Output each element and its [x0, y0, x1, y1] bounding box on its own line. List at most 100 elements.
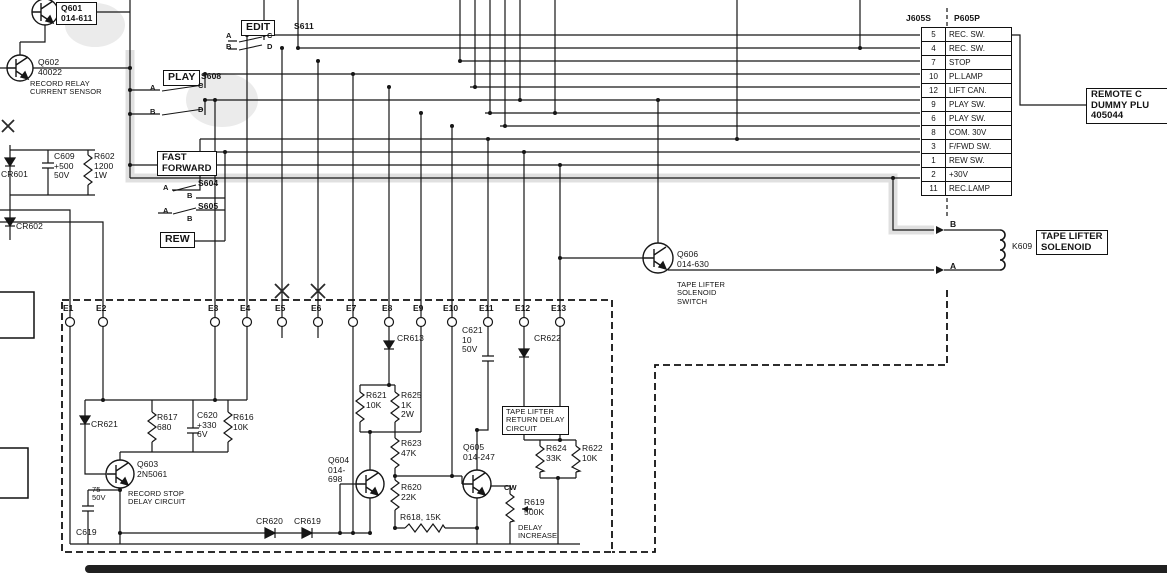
q601-label: Q601 014-611: [56, 2, 98, 26]
diode-cr602: [3, 217, 17, 228]
pin-number: 3: [921, 139, 946, 154]
cancel-marks: [1, 119, 326, 299]
wire-layer: [0, 0, 1086, 545]
resistor-r620: [390, 479, 400, 511]
solenoid-coil: [999, 229, 1006, 271]
pin-label: PLAY SW.: [945, 111, 1012, 126]
transistor-q601: [31, 0, 59, 26]
resistor-r617: [147, 411, 157, 443]
pin-label: +30V: [945, 167, 1012, 182]
potentiometer-r619: [505, 493, 516, 523]
cr619-label: CR619: [294, 516, 321, 526]
delay-increase-note: DELAY INCREASE: [518, 523, 558, 541]
transistor-q606: [642, 242, 674, 274]
tape-lifter-solenoid-box: TAPE LIFTER SOLENOID: [1036, 230, 1108, 256]
pot-wiper-arrow: [522, 506, 528, 512]
pin-label: COM. 30V: [945, 125, 1012, 140]
pin-number: 11: [921, 181, 946, 196]
pin-label: REC. SW.: [945, 27, 1012, 42]
pin-number: 7: [921, 55, 946, 70]
play-switch-label: PLAY: [163, 70, 201, 86]
q606-note: TAPE LIFTER SOLENOID SWITCH: [677, 280, 726, 306]
terminal-e2: E2: [96, 303, 107, 313]
cr601-label: CR601: [1, 169, 28, 179]
s604-contact-a: A: [163, 183, 169, 192]
plug-pin-a-label: A: [950, 261, 957, 271]
q604-label: Q604 014- 698: [328, 455, 350, 485]
pin-label: REC. SW.: [945, 41, 1012, 56]
resistor-r624: [534, 445, 546, 473]
r621-label: R621 10K: [366, 390, 387, 410]
adjacent-circuit-boxes: [0, 291, 35, 499]
r602-label: R602 1200 1W: [94, 151, 115, 181]
terminal-e12: E12: [515, 303, 531, 313]
cr620-label: CR620: [256, 516, 283, 526]
pin-number: 1: [921, 153, 946, 168]
terminal-e7: E7: [346, 303, 357, 313]
connector-right-header: P605P: [954, 13, 981, 23]
x-mark: [310, 283, 326, 299]
pin-label: STOP: [945, 55, 1012, 70]
r618-label: R618, 15K: [400, 512, 442, 522]
video-progress-bar[interactable]: [85, 565, 1167, 573]
c620-label: C620 +330 6V: [197, 410, 218, 440]
s611-label: S611: [294, 21, 314, 31]
r620-label: R620 22K: [401, 482, 422, 502]
terminal-e6: E6: [311, 303, 322, 313]
s604-label: S604: [198, 178, 219, 188]
cr622-label: CR622: [534, 333, 561, 343]
transistor-symbols: [6, 0, 674, 499]
terminal-e13: E13: [551, 303, 567, 313]
pin-number: 6: [921, 111, 946, 126]
terminal-e1: E1: [63, 303, 74, 313]
edit-switch-label: EDIT: [241, 20, 276, 36]
c621-label: C621 10 50V: [462, 325, 483, 355]
r624-label: R624 33K: [546, 443, 567, 463]
terminal-e3: E3: [208, 303, 219, 313]
pin-label: PLAY SW.: [945, 97, 1012, 112]
q605-label: Q605 014-247: [463, 442, 495, 462]
diode-cr601: [3, 157, 17, 168]
edit-contact-a: A: [226, 31, 232, 40]
diode-cr620: [264, 527, 277, 539]
s605-contact-b: B: [187, 214, 193, 223]
q602-label: Q602 40022: [38, 57, 63, 77]
fast-forward-label: FAST FORWARD: [157, 151, 217, 177]
x-mark: [1, 119, 15, 133]
play-contact-b: B: [150, 107, 156, 116]
diode-cr622: [517, 348, 531, 359]
diode-cr621: [78, 415, 92, 426]
c609-label: C609 +500 50V: [54, 151, 75, 181]
return-delay-circuit-box: TAPE LIFTER RETURN DELAY CIRCUIT: [502, 406, 569, 436]
s608-label: S608: [201, 71, 222, 81]
play-contact-a: A: [150, 83, 156, 92]
r616-label: R616 10K: [233, 412, 254, 432]
play-contact-c: C: [198, 81, 204, 90]
r619-label: R619 500K: [524, 497, 545, 517]
r622-label: R622 10K: [582, 443, 603, 463]
q602-note: RECORD RELAY CURRENT SENSOR: [30, 79, 102, 97]
connector-left-header: J605S: [906, 13, 932, 23]
pin-number: 2: [921, 167, 946, 182]
edit-contact-d: D: [267, 42, 273, 51]
cr602-label: CR602: [16, 221, 43, 231]
terminal-e9: E9: [413, 303, 424, 313]
resistor-r602: [83, 154, 93, 186]
cw-label: CW: [504, 483, 517, 492]
pin-label: PL.LAMP: [945, 69, 1012, 84]
highlight-layer: [65, 3, 934, 235]
r625-label: R625 1K 2W: [401, 390, 422, 420]
pin-label: REC.LAMP: [945, 181, 1012, 196]
junction-dots: [101, 33, 895, 535]
x-mark: [274, 283, 290, 299]
s605-contact-a: A: [163, 206, 169, 215]
terminal-e4: E4: [240, 303, 251, 313]
edit-contact-b: B: [226, 42, 232, 51]
